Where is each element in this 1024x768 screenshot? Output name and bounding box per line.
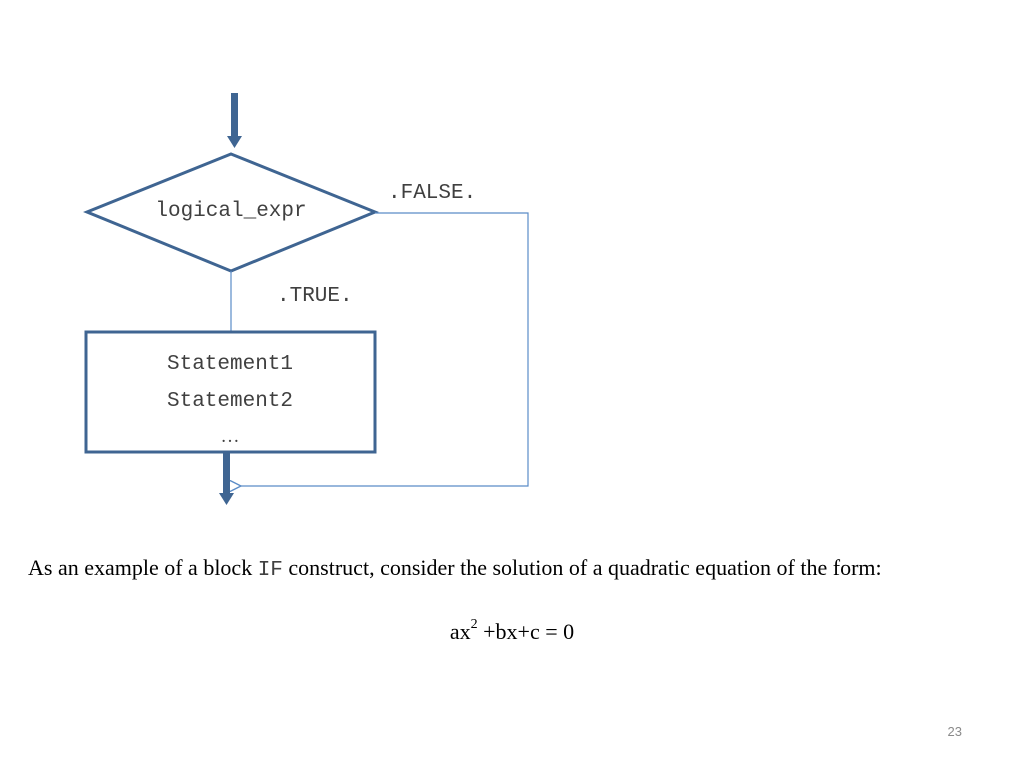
if-flowchart: logical_expr .FALSE. .TRUE. Statement1 S… (83, 93, 529, 505)
paragraph-text-before: As an example of a block (28, 555, 258, 580)
paragraph-text-after: construct, consider the solution of a qu… (282, 555, 882, 580)
statement-ellipsis: … (221, 426, 240, 447)
false-label: .FALSE. (388, 182, 476, 205)
false-branch-line (241, 212, 529, 486)
statement-1: Statement1 (167, 353, 293, 376)
if-keyword: IF (257, 559, 283, 582)
equation-base: ax (449, 619, 471, 644)
exit-arrow (219, 452, 234, 505)
equation-rest: +bx+c = 0 (477, 619, 575, 644)
true-label: .TRUE. (277, 285, 353, 308)
equation-exponent: 2 (470, 617, 478, 632)
decision-label: logical_expr (155, 200, 306, 223)
statement-2: Statement2 (167, 390, 293, 413)
description-paragraph: As an example of a block IF construct, c… (28, 551, 988, 588)
entry-arrow (227, 93, 242, 148)
statement-block (84, 330, 377, 454)
quadratic-equation: ax2 +bx+c = 0 (0, 617, 1024, 645)
slide-number: 23 (947, 724, 962, 739)
